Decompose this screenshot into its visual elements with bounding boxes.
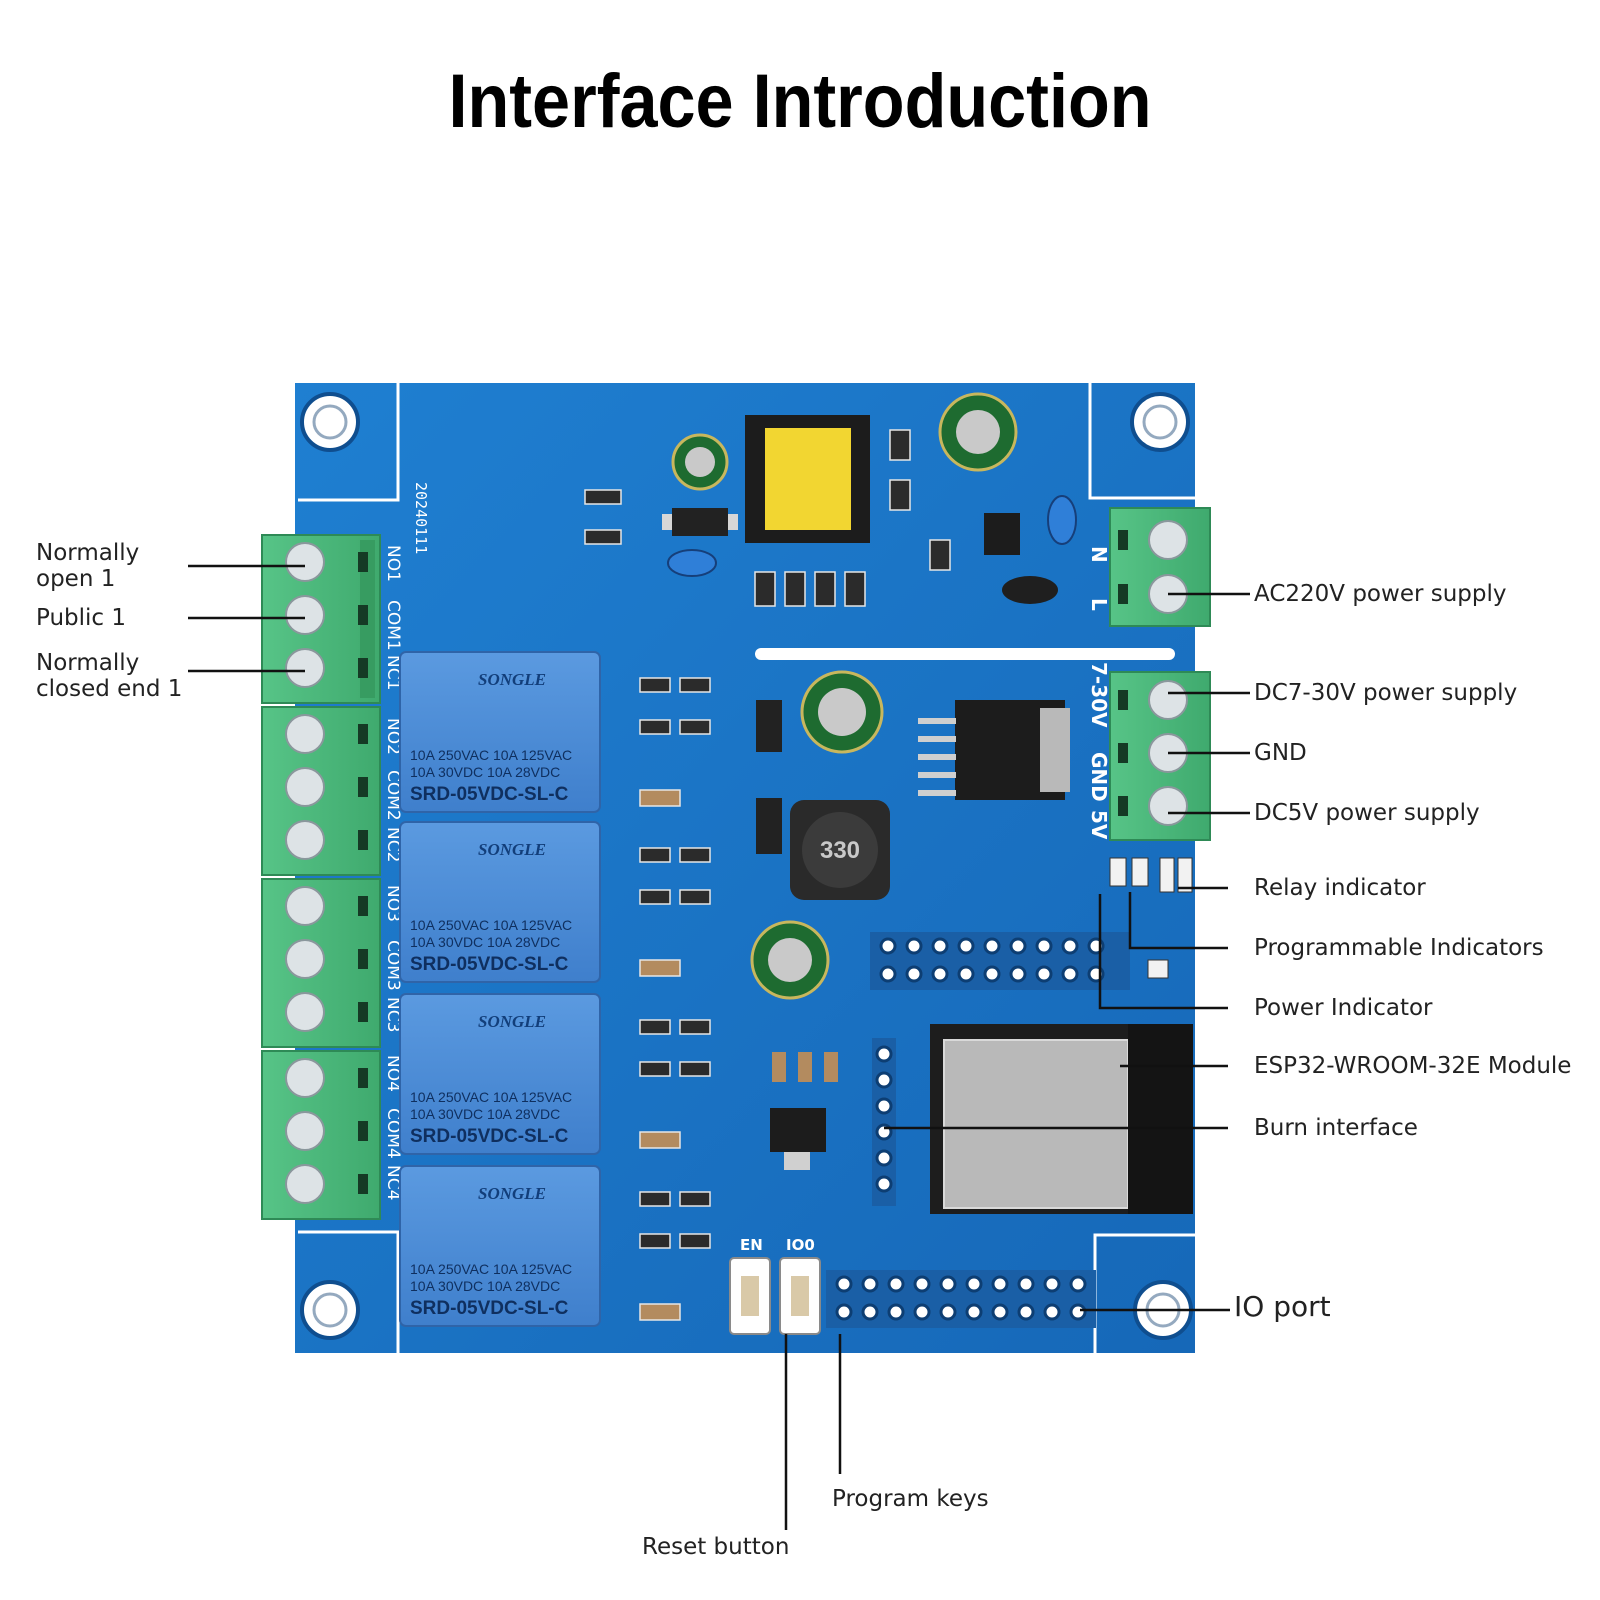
relay-rating: 10A 250VAC 10A 125VAC (410, 747, 572, 763)
relay-brand: SONGLE (478, 670, 546, 689)
relay-brand: SONGLE (478, 1012, 546, 1031)
relay-brand: SONGLE (478, 1184, 546, 1203)
diode-d8 (756, 798, 782, 854)
varistor (1002, 576, 1058, 604)
label-dc7-30v-power: DC7-30V power supply (1254, 680, 1518, 706)
inductor-code: 330 (820, 837, 860, 864)
terminal-block-relay-2 (261, 706, 381, 876)
capacitor-c (671, 433, 729, 491)
terminal-label: NC3 (383, 997, 403, 1032)
smd-components (584, 429, 951, 1321)
terminal-label: 7-30V (1087, 662, 1111, 728)
inductor-330: 330 (790, 800, 890, 900)
label-normally-open-1: Normally open 1 (36, 540, 140, 592)
relay-rating: 10A 250VAC 10A 125VAC (410, 1261, 572, 1277)
en-reset-button[interactable] (729, 1257, 771, 1335)
io0-program-button[interactable] (779, 1257, 821, 1335)
terminal-label: N (1087, 546, 1111, 563)
terminal-label: NO1 (383, 545, 403, 582)
relay-rating: 10A 30VDC 10A 28VDC (410, 1106, 560, 1122)
relay-3: SONGLE 10A 250VAC 10A 125VAC 10A 30VDC 1… (399, 993, 601, 1155)
terminal-label: NC1 (383, 655, 403, 690)
label-programmable-indicators: Programmable Indicators (1254, 935, 1544, 961)
label-relay-indicator: Relay indicator (1254, 875, 1426, 901)
regulator-lm2596 (918, 700, 1070, 800)
terminal-label: NO2 (383, 718, 403, 755)
label-esp32-module: ESP32-WROOM-32E Module (1254, 1053, 1572, 1079)
terminal-label: L (1087, 598, 1111, 611)
date-code: 20240111 (412, 482, 430, 554)
terminal-label: COM1 (383, 600, 403, 651)
terminal-label: NC4 (383, 1165, 403, 1200)
relay-rating: 10A 30VDC 10A 28VDC (410, 1278, 560, 1294)
regulator-u4 (770, 1052, 838, 1170)
terminal-label: COM2 (383, 770, 403, 821)
header-pins-upper (870, 932, 1130, 990)
diode-d7 (756, 700, 782, 752)
relay-2: SONGLE 10A 250VAC 10A 125VAC 10A 30VDC 1… (399, 821, 601, 983)
label-dc5v-power: DC5V power supply (1254, 800, 1480, 826)
label-normally-closed-1: Normally closed end 1 (36, 650, 183, 702)
y-capacitor (667, 549, 717, 577)
label-ac220v-power: AC220V power supply (1254, 581, 1507, 607)
terminal-label: NO4 (383, 1055, 403, 1092)
capacitor-c7 (750, 920, 830, 1000)
io-port-header (826, 1270, 1096, 1328)
terminal-label: COM4 (383, 1108, 403, 1159)
terminal-block-relay-4 (261, 1050, 381, 1220)
relay-brand: SONGLE (478, 840, 546, 859)
indicator-leds (1109, 857, 1193, 979)
terminal-block-ac220v (1109, 507, 1211, 627)
mounting-hole (300, 1280, 360, 1340)
terminal-label: GND (1087, 752, 1111, 802)
label-program-keys: Program keys (832, 1486, 989, 1512)
capacitor-c6 (800, 670, 884, 754)
transformer (745, 415, 870, 543)
label-power-indicator: Power Indicator (1254, 995, 1433, 1021)
relay-rating: 10A 250VAC 10A 125VAC (410, 917, 572, 933)
diode-d2 (662, 508, 738, 536)
mounting-hole (1130, 392, 1190, 452)
relay-model: SRD-05VDC-SL-C (410, 954, 569, 975)
relay-rating: 10A 30VDC 10A 28VDC (410, 764, 560, 780)
label-burn-interface: Burn interface (1254, 1115, 1418, 1141)
callout-leader-lines (188, 564, 1250, 1530)
mounting-hole (300, 392, 360, 452)
relay-rating: 10A 30VDC 10A 28VDC (410, 934, 560, 950)
terminal-label: NO3 (383, 885, 403, 922)
relay-rating: 10A 250VAC 10A 125VAC (410, 1089, 572, 1105)
terminal-labels-right: N L 7-30V GND 5V (1087, 546, 1111, 840)
label-gnd: GND (1254, 740, 1307, 766)
burn-interface-pins (872, 1038, 896, 1206)
x-capacitor (1047, 495, 1077, 545)
relay-model: SRD-05VDC-SL-C (410, 784, 569, 805)
terminal-label: COM3 (383, 940, 403, 991)
page-title: Interface Introduction (448, 59, 1152, 144)
terminal-labels-left: NO1 COM1 NC1 NO2 COM2 NC2 NO3 COM3 NC3 N… (383, 545, 403, 1200)
button-label-en: EN (740, 1236, 763, 1254)
label-reset-button: Reset button (642, 1534, 790, 1560)
relay-model: SRD-05VDC-SL-C (410, 1298, 569, 1319)
terminal-block-dc-power (1109, 671, 1211, 841)
button-label-io0: IO0 (786, 1236, 815, 1254)
relay-4: SONGLE 10A 250VAC 10A 125VAC 10A 30VDC 1… (399, 1165, 601, 1327)
bridge-rectifier (984, 513, 1020, 555)
relay-model: SRD-05VDC-SL-C (410, 1126, 569, 1147)
terminal-label: 5V (1087, 810, 1111, 840)
capacitor-c5 (938, 392, 1018, 472)
terminal-label: NC2 (383, 827, 403, 862)
label-public-1: Public 1 (36, 605, 127, 631)
esp32-wroom-module (930, 1024, 1193, 1214)
terminal-block-relay-3 (261, 878, 381, 1048)
label-io-port: IO port (1234, 1290, 1331, 1323)
relay-1: SONGLE 10A 250VAC 10A 125VAC 10A 30VDC 1… (399, 651, 601, 813)
